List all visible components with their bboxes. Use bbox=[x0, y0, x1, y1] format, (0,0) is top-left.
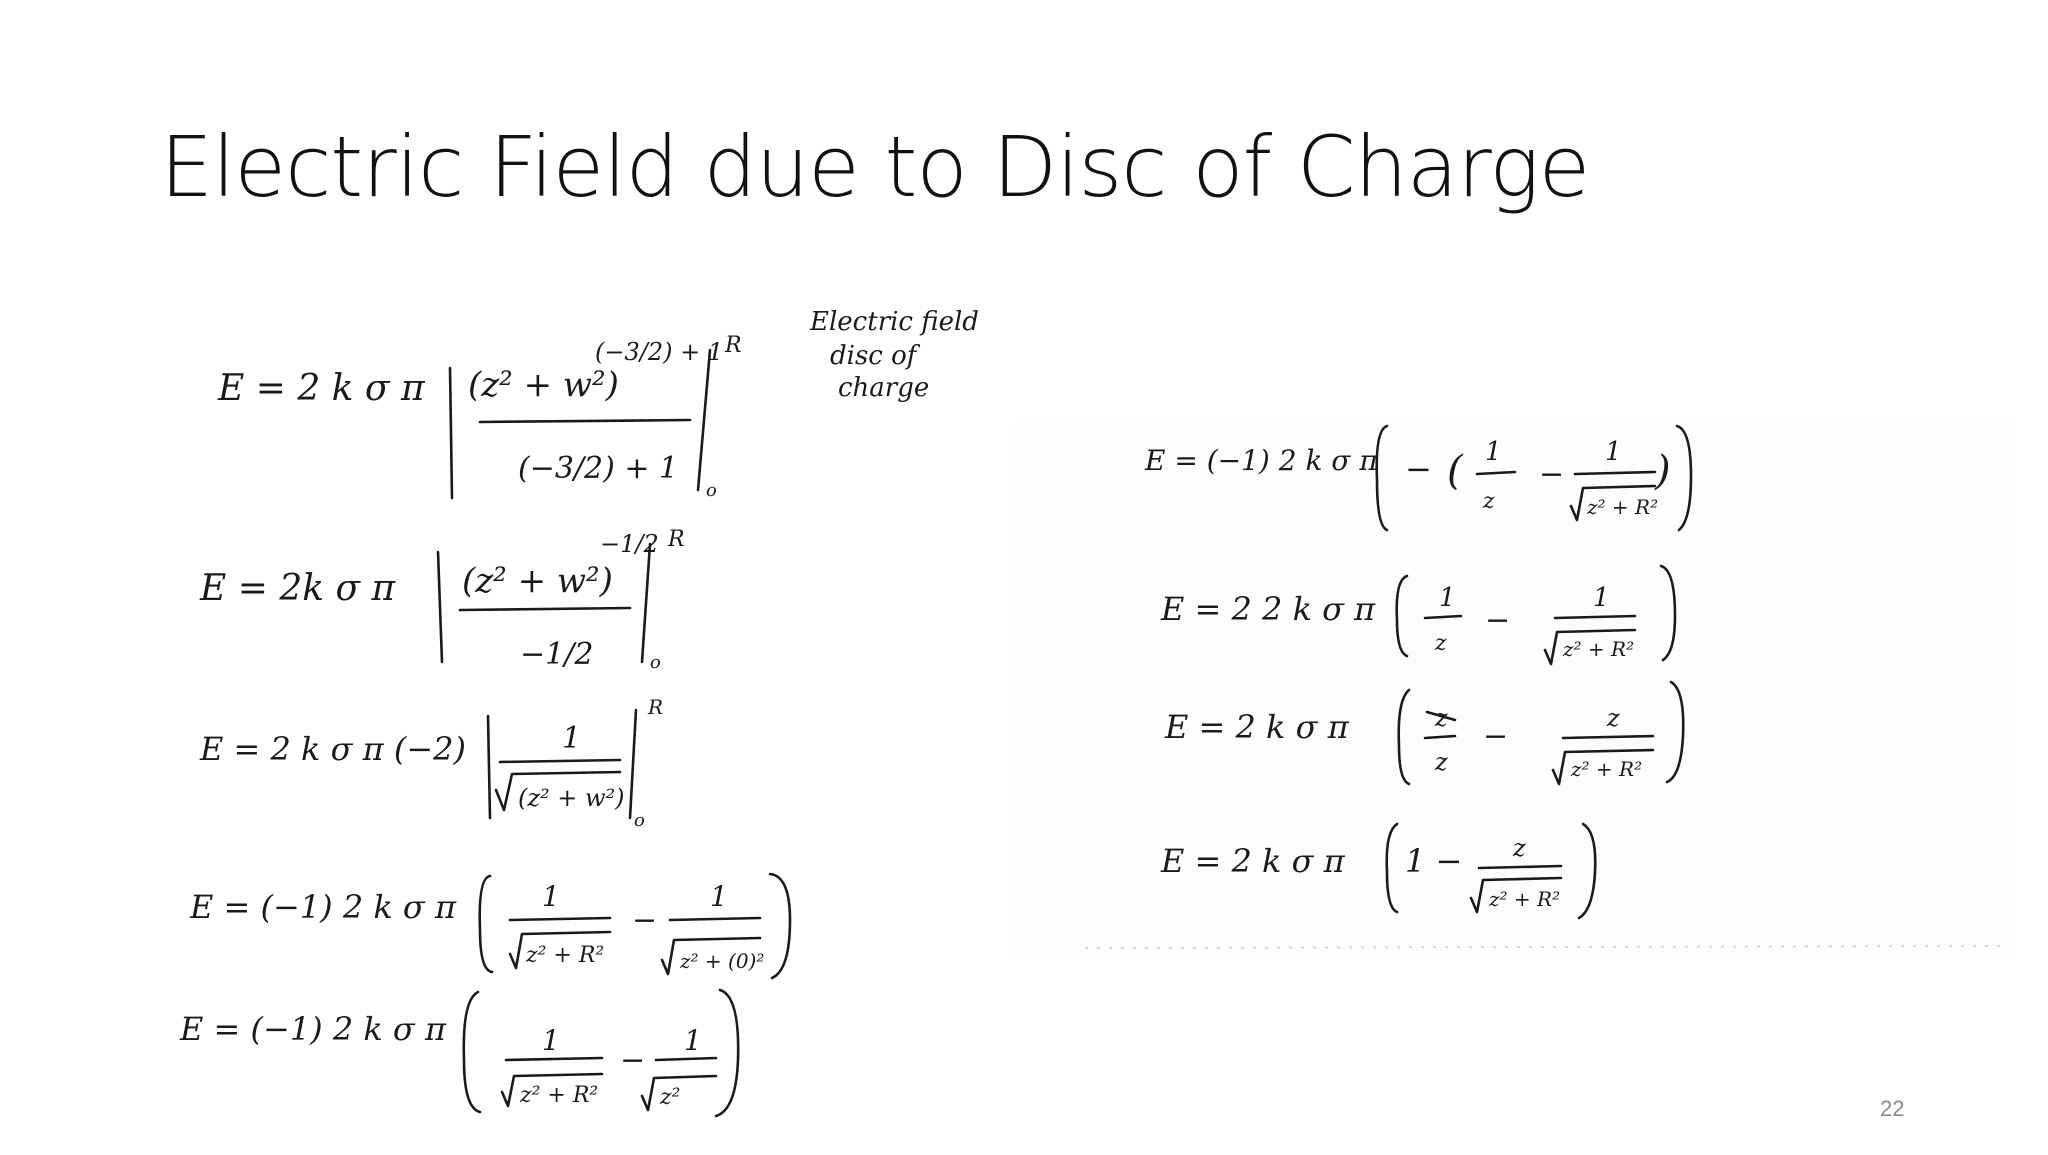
svg-text:1: 1 bbox=[542, 1024, 560, 1057]
svg-text:E = (−1) 2 k σ π: E = (−1) 2 k σ π bbox=[179, 1010, 447, 1048]
svg-text:E = 2 k σ π: E = 2 k σ π bbox=[217, 368, 426, 409]
svg-text:z² + R²: z² + R² bbox=[525, 943, 604, 968]
svg-text:z² + R²: z² + R² bbox=[519, 1083, 598, 1108]
svg-text:E = 2 k σ π: E = 2 k σ π bbox=[1160, 842, 1346, 880]
svg-text:(−3/2) + 1: (−3/2) + 1 bbox=[518, 451, 678, 486]
svg-text:−: − bbox=[1405, 450, 1432, 488]
equation-1: E = 2 k σ π (z² + w²) (−3/2) + 1 (−3/2) … bbox=[217, 333, 742, 501]
svg-text:z² + R²: z² + R² bbox=[1570, 757, 1642, 781]
svg-text:1: 1 bbox=[1605, 437, 1622, 467]
handwritten-derivation-right: E = (−1) 2 k σ π − ( 1 z − 1 z² + R² ) E… bbox=[1015, 420, 2015, 960]
svg-text:E = 2 k σ π: E = 2 k σ π bbox=[1164, 708, 1350, 746]
side-note: Electric field disc of charge bbox=[809, 307, 979, 403]
svg-text:1: 1 bbox=[684, 1024, 702, 1057]
equation-5: E = (−1) 2 k σ π 1 z² + R² − 1 z² bbox=[179, 988, 740, 1118]
svg-text:Electric field: Electric field bbox=[809, 307, 979, 337]
svg-text:1: 1 bbox=[710, 880, 728, 913]
svg-text:o: o bbox=[650, 652, 661, 673]
svg-text:−: − bbox=[620, 1043, 645, 1078]
equation-6: E = (−1) 2 k σ π − ( 1 z − 1 z² + R² ) bbox=[1144, 424, 1693, 532]
svg-text:z² + R²: z² + R² bbox=[1586, 495, 1658, 519]
svg-text:(: ( bbox=[1447, 448, 1464, 494]
svg-text:R: R bbox=[667, 527, 685, 552]
svg-text:o: o bbox=[634, 810, 645, 831]
page-number: 22 bbox=[1880, 1096, 1905, 1121]
svg-text:−: − bbox=[1485, 603, 1510, 638]
svg-text:(z² + w²): (z² + w²) bbox=[468, 365, 619, 405]
svg-text:1: 1 bbox=[542, 880, 560, 913]
svg-text:(z² + w²): (z² + w²) bbox=[518, 784, 625, 812]
svg-text:1: 1 bbox=[1485, 437, 1502, 467]
equation-9: E = 2 k σ π 1 − z z² + R² bbox=[1160, 822, 1597, 920]
equation-8: E = 2 k σ π z z − z z² + R² bbox=[1164, 680, 1685, 786]
svg-text:R: R bbox=[647, 695, 663, 719]
handwritten-derivation-left: E = 2 k σ π (z² + w²) (−3/2) + 1 (−3/2) … bbox=[150, 270, 1020, 1150]
svg-text:charge: charge bbox=[838, 373, 929, 403]
svg-text:1: 1 bbox=[1439, 583, 1456, 613]
svg-text:E = 2 k σ π (−2): E = 2 k σ π (−2) bbox=[199, 730, 466, 768]
svg-text:R: R bbox=[724, 333, 742, 358]
equation-7: E = 2 2 k σ π 1 z − 1 z² + R² bbox=[1160, 564, 1677, 666]
svg-text:z: z bbox=[1606, 704, 1620, 732]
svg-text:): ) bbox=[1654, 448, 1671, 494]
svg-text:−: − bbox=[1539, 457, 1564, 492]
equation-2: E = 2k σ π (z² + w²) −1/2 −1/2 R o bbox=[199, 527, 685, 673]
svg-text:1: 1 bbox=[1593, 583, 1610, 613]
svg-text:−: − bbox=[1483, 719, 1508, 754]
svg-text:disc of: disc of bbox=[830, 341, 921, 371]
svg-text:−1/2: −1/2 bbox=[520, 637, 593, 672]
svg-text:1: 1 bbox=[562, 721, 581, 756]
svg-text:E = (−1) 2 k σ π: E = (−1) 2 k σ π bbox=[189, 888, 457, 926]
svg-text:z² + R²: z² + R² bbox=[1562, 637, 1634, 661]
slide-title: Electric Field due to Disc of Charge bbox=[160, 118, 1590, 216]
equation-4: E = (−1) 2 k σ π 1 z² + R² − 1 z² + (0)² bbox=[189, 872, 792, 980]
svg-text:1 −: 1 − bbox=[1405, 842, 1462, 880]
svg-text:z² + R²: z² + R² bbox=[1488, 887, 1560, 911]
svg-text:z: z bbox=[1434, 748, 1448, 776]
svg-text:E = 2k σ π: E = 2k σ π bbox=[199, 568, 397, 609]
svg-text:z: z bbox=[1434, 631, 1447, 656]
svg-text:z²: z² bbox=[659, 1085, 680, 1110]
equation-3: E = 2 k σ π (−2) 1 (z² + w²) R o bbox=[199, 695, 663, 831]
svg-text:z: z bbox=[1482, 489, 1495, 514]
svg-text:z: z bbox=[1434, 704, 1448, 732]
svg-text:(z² + w²): (z² + w²) bbox=[462, 561, 613, 601]
svg-text:(−3/2) + 1: (−3/2) + 1 bbox=[595, 338, 723, 366]
svg-text:o: o bbox=[706, 480, 717, 501]
svg-text:E = (−1) 2 k σ π: E = (−1) 2 k σ π bbox=[1144, 444, 1378, 477]
svg-text:z: z bbox=[1512, 834, 1526, 862]
svg-text:E = 2 2 k σ π: E = 2 2 k σ π bbox=[1160, 590, 1376, 628]
svg-text:−: − bbox=[632, 903, 657, 938]
svg-text:z² + (0)²: z² + (0)² bbox=[679, 949, 764, 973]
